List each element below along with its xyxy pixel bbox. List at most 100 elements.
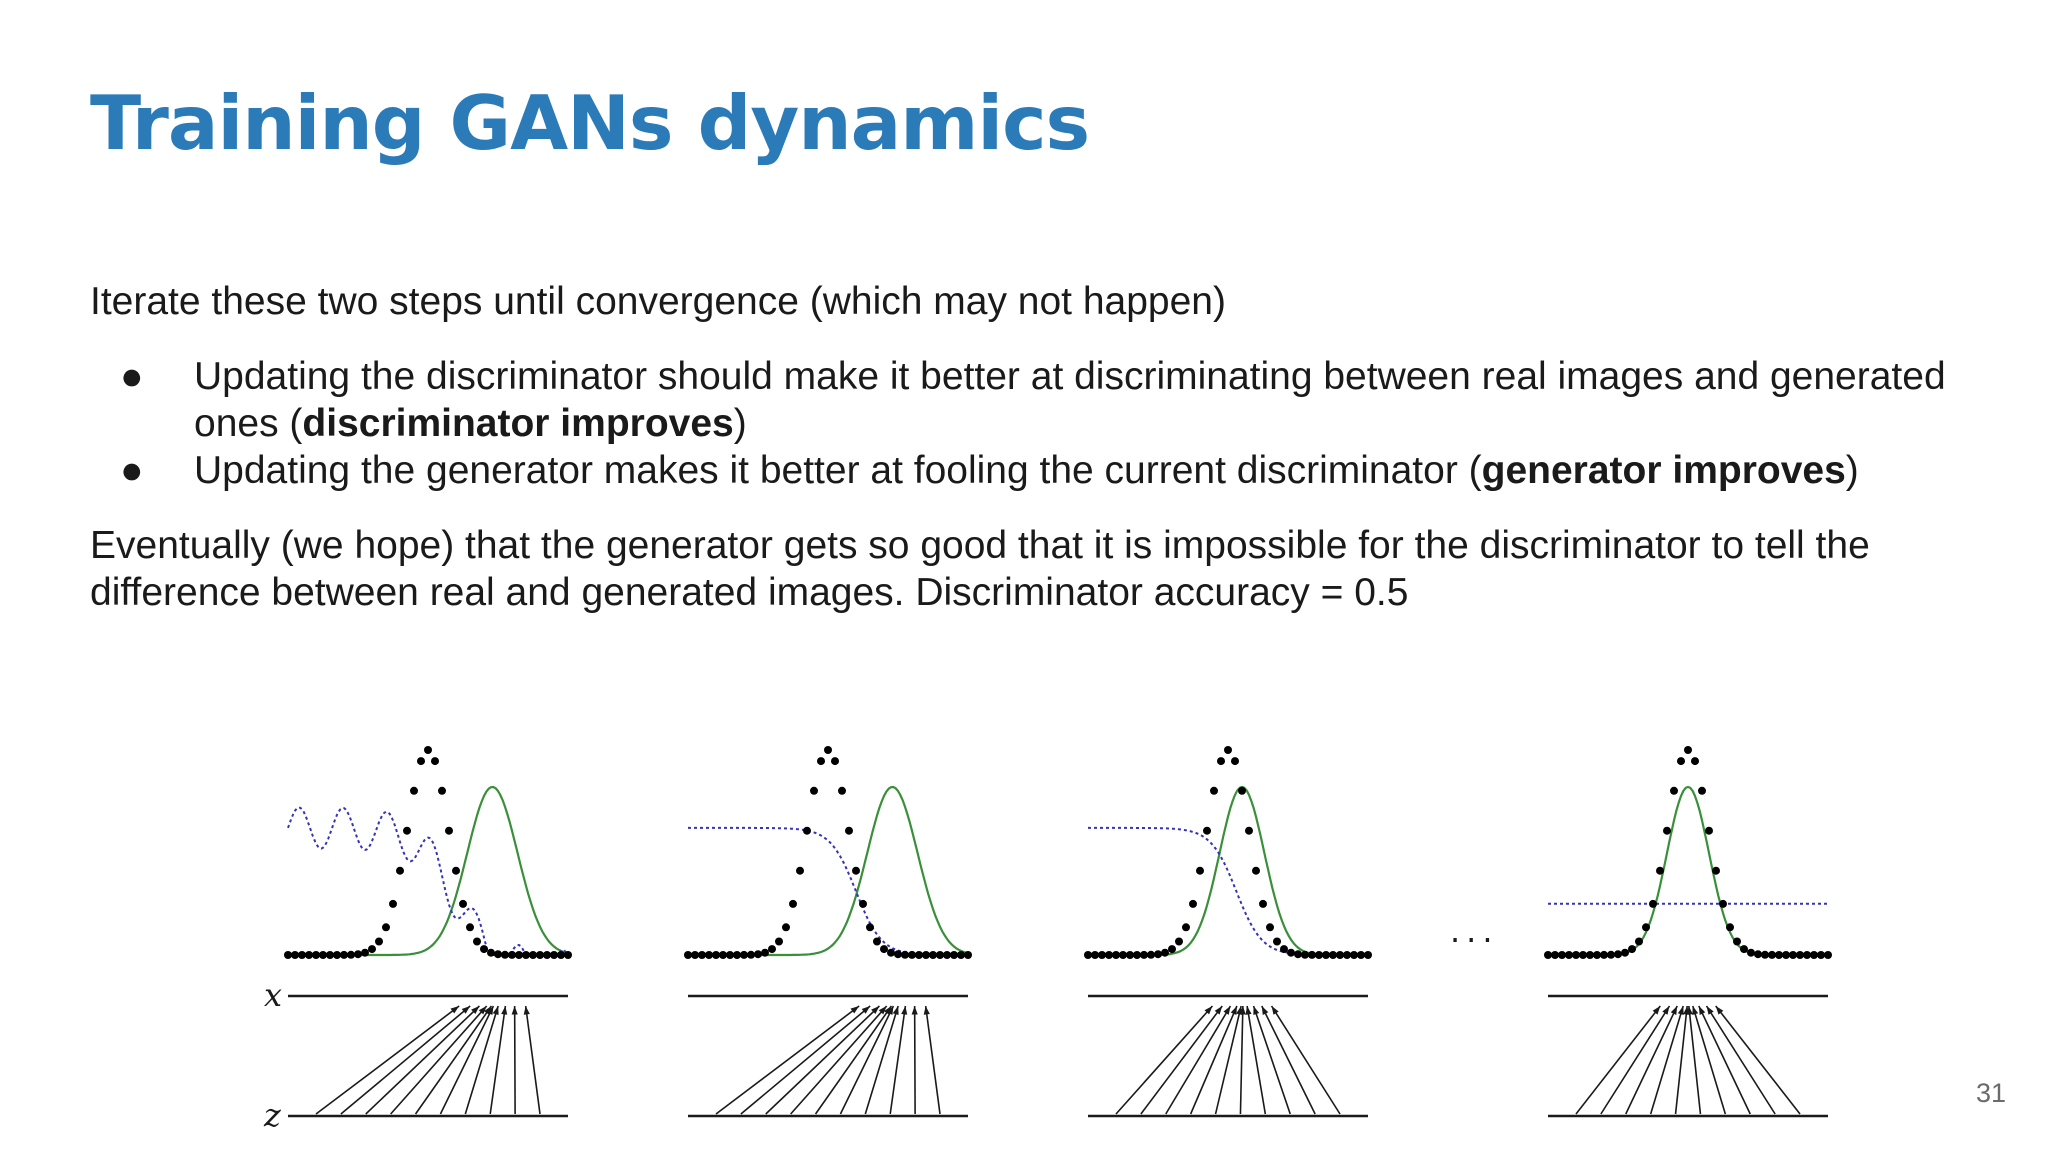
- data-distribution-dot: [705, 951, 713, 959]
- mapping-arrow: [365, 1005, 480, 1115]
- data-distribution-dot: [431, 757, 439, 766]
- arrow-head: [1214, 1006, 1223, 1015]
- data-distribution-dot: [1740, 945, 1748, 954]
- data-distribution-dot: [1649, 899, 1657, 908]
- arrow-head: [923, 1006, 930, 1015]
- data-distribution-dot: [789, 899, 797, 908]
- mapping-arrow: [790, 1005, 888, 1115]
- data-distribution-dot: [1126, 951, 1134, 959]
- data-distribution-dot: [1133, 951, 1141, 959]
- data-distribution-dot: [922, 951, 930, 959]
- data-distribution-dot: [775, 937, 783, 946]
- arrow-head: [1253, 1006, 1260, 1015]
- bullet-marker: ●: [120, 449, 144, 492]
- bullet-text-end: ): [1845, 449, 1859, 492]
- data-distribution-dot: [347, 950, 355, 959]
- data-distribution-dot: [1824, 951, 1832, 959]
- data-distribution-dot: [1621, 948, 1629, 957]
- arrow-head: [523, 1006, 530, 1015]
- ellipsis-label: ...: [1450, 912, 1499, 950]
- data-distribution-dot: [438, 786, 446, 795]
- arrow-head: [1677, 1006, 1684, 1015]
- data-distribution-dot: [1196, 866, 1204, 875]
- data-distribution-dot: [487, 948, 495, 957]
- data-distribution-dot: [298, 951, 306, 959]
- data-distribution-dot: [1670, 786, 1678, 795]
- data-distribution-dot: [754, 950, 762, 959]
- data-distribution-dot: [1747, 948, 1755, 957]
- arrow-head: [1245, 1006, 1252, 1015]
- data-distribution-dot: [529, 951, 537, 959]
- arrow-head: [901, 1006, 908, 1015]
- data-distribution-dot: [1182, 923, 1190, 932]
- data-distribution-dot: [1782, 951, 1790, 959]
- page-number: 31: [1975, 1078, 2006, 1108]
- data-distribution-dot: [880, 945, 888, 954]
- mapping-arrow: [1625, 1005, 1678, 1115]
- bullet-marker: ●: [120, 355, 144, 398]
- data-distribution-dot: [957, 951, 965, 959]
- data-distribution-dot: [831, 757, 839, 766]
- data-distribution-dot: [1210, 786, 1218, 795]
- data-distribution-dot: [1161, 948, 1169, 957]
- data-distribution-dot: [824, 746, 832, 754]
- data-distribution-dot: [950, 951, 958, 959]
- data-distribution-dot: [550, 951, 558, 959]
- data-distribution-dot: [1119, 951, 1127, 959]
- data-distribution-dot: [1231, 757, 1239, 766]
- mapping-arrow: [464, 1005, 499, 1115]
- data-distribution-dot: [1768, 950, 1776, 959]
- data-distribution-dot: [1796, 951, 1804, 959]
- data-distribution-dot: [284, 951, 292, 959]
- data-distribution-dot: [557, 951, 565, 959]
- data-distribution-dot: [929, 951, 937, 959]
- mapping-arrow: [524, 1005, 541, 1115]
- outro-text: Eventually (we hope) that the generator …: [90, 524, 1870, 614]
- data-distribution-dot: [1698, 786, 1706, 795]
- data-distribution-dot: [564, 951, 572, 959]
- mapping-arrow: [1189, 1005, 1238, 1115]
- data-distribution-dot: [494, 950, 502, 959]
- data-distribution-dot: [1810, 951, 1818, 959]
- data-distribution-dot: [424, 746, 432, 754]
- arrow-head: [1223, 1006, 1231, 1015]
- data-distribution-dot: [1252, 866, 1260, 875]
- data-distribution-dot: [1238, 786, 1246, 795]
- arrow-head: [1261, 1006, 1269, 1015]
- generator-distribution-curve: [688, 785, 969, 957]
- data-distribution-dot: [1140, 950, 1148, 959]
- data-distribution-dot: [887, 948, 895, 957]
- data-distribution-dot: [964, 951, 972, 959]
- mapping-arrow: [439, 1005, 495, 1115]
- data-distribution-dot: [445, 826, 453, 835]
- data-distribution-dot: [1600, 950, 1608, 959]
- arrow-head: [1271, 1006, 1279, 1015]
- data-distribution-dot: [1705, 826, 1713, 835]
- mapping-arrow: [1165, 1005, 1232, 1115]
- arrow-head: [1204, 1006, 1213, 1015]
- data-distribution-dot: [382, 923, 390, 932]
- arrow-head: [1230, 1006, 1237, 1015]
- data-distribution-dot: [1357, 951, 1365, 959]
- data-distribution-dot: [1084, 951, 1092, 959]
- data-distribution-dot: [1175, 937, 1183, 946]
- arrow-head: [486, 1006, 494, 1015]
- data-distribution-dot: [1663, 826, 1671, 835]
- data-distribution-dot: [712, 951, 720, 959]
- generator-distribution-curve: [1548, 785, 1828, 957]
- data-distribution-dot: [796, 866, 804, 875]
- arrow-head: [1662, 1006, 1670, 1015]
- data-distribution-dot: [1789, 951, 1797, 959]
- data-distribution-dot: [1315, 951, 1323, 959]
- data-distribution-dot: [1329, 951, 1337, 959]
- generator-distribution-curve: [288, 785, 569, 957]
- data-distribution-dot: [1691, 757, 1699, 766]
- arrow-head: [1698, 1006, 1706, 1015]
- data-distribution-dot: [1154, 950, 1162, 959]
- data-distribution-dot: [1628, 945, 1636, 954]
- data-distribution-dot: [354, 950, 362, 959]
- data-distribution-dot: [684, 951, 692, 959]
- data-distribution-dot: [1614, 950, 1622, 959]
- arrow-head: [1239, 1006, 1246, 1015]
- mapping-arrow: [1575, 1005, 1661, 1115]
